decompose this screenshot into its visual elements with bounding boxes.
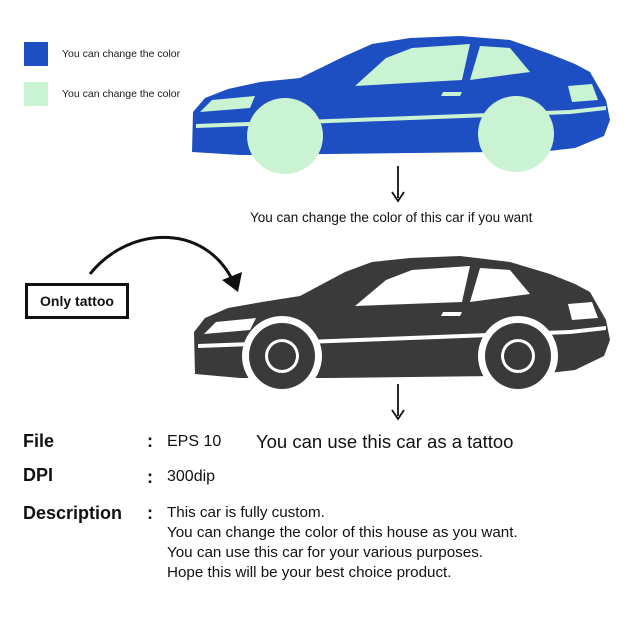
description-line: Hope this will be your best choice produ… [167,564,452,581]
dpi-label: DPI [23,465,54,485]
tattoo-car-door-handle [441,312,462,316]
description-line: This car is fully custom. [167,504,325,521]
description-separator: : [147,503,153,523]
file-separator: : [147,431,153,451]
blue-car-front-wheel [247,98,323,174]
legend-label-green: You can change the color [62,88,181,100]
description-line: You can use this car for your various pu… [167,544,484,561]
blue-car-taillight [568,84,598,102]
only-tattoo-label: Only tattoo [25,283,129,319]
top-caption: You can change the color of this car if … [250,210,533,225]
description-line: You can change the color of this house a… [167,524,518,541]
legend-label-blue: You can change the color [62,48,181,60]
tattoo-car-front-window [355,266,470,306]
tattoo-car-taillight [568,302,598,320]
file-value: EPS 10 [167,433,222,450]
dpi-value: 300dip [167,468,216,485]
blue-car-rear-wheel [478,96,554,172]
tattoo-car-headlight [204,318,256,334]
file-label: File [23,431,55,451]
bottom-caption: You can use this car as a tattoo [256,431,514,452]
description-text: This car is fully custom. You can change… [167,503,518,583]
blue-car-headlight [200,96,255,112]
description-label: Description [23,503,123,523]
blue-car-front-window [355,44,470,86]
tattoo-car-rear-window [470,268,530,302]
legend-swatch-green [24,82,48,106]
legend-swatch-blue [24,42,48,66]
blue-car-rear-window [470,46,530,80]
dpi-separator: : [147,467,153,487]
blue-car-door-handle [441,92,462,96]
